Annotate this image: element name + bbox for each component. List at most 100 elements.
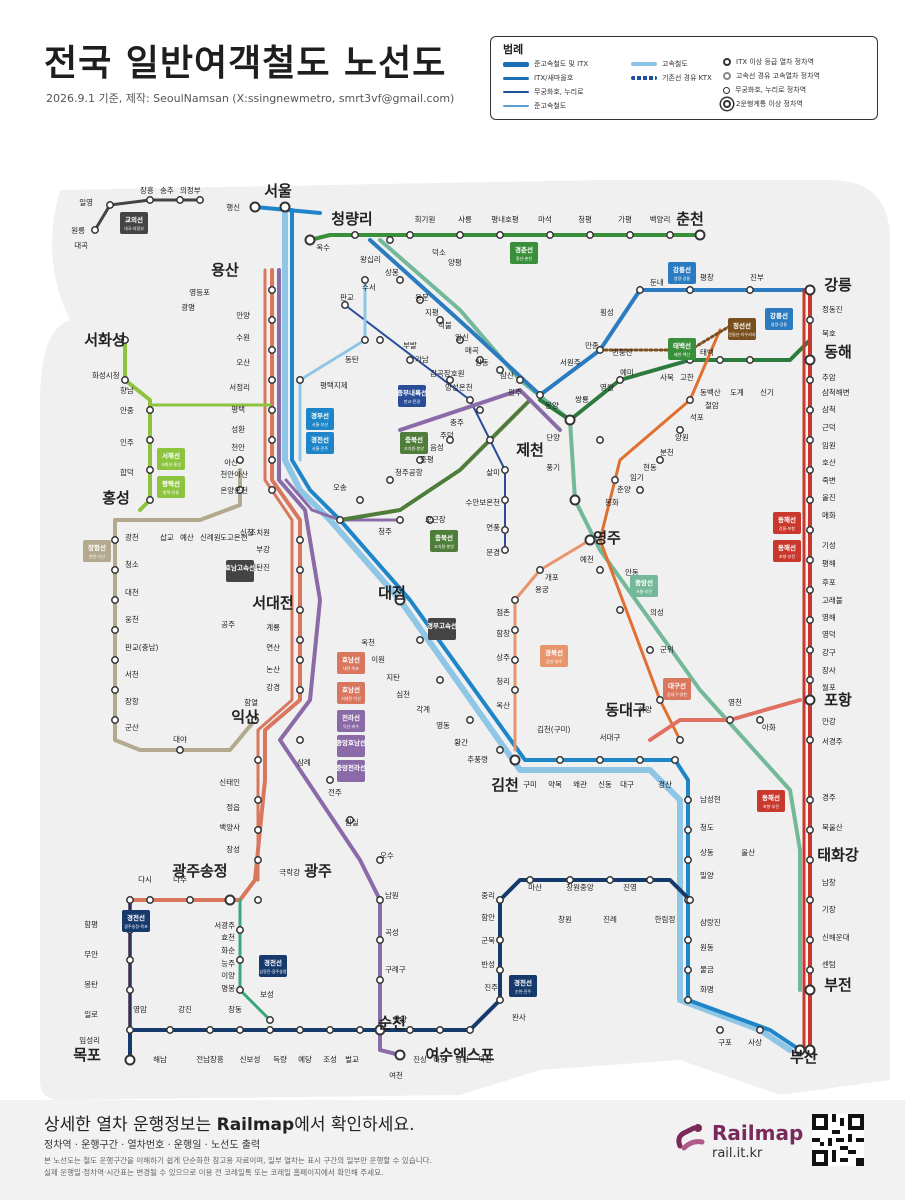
station-marker[interactable] [146,196,154,204]
station-marker[interactable] [296,686,304,694]
station-marker[interactable] [806,556,814,564]
station-marker[interactable] [341,301,349,309]
station-marker[interactable] [236,486,244,494]
station-marker[interactable] [686,286,694,294]
brand-name[interactable]: Railmap [712,1121,804,1145]
station-marker[interactable] [686,396,694,404]
station-marker[interactable] [236,986,244,994]
station-marker[interactable] [616,606,624,614]
station-marker[interactable] [446,436,454,444]
station-marker[interactable] [636,286,644,294]
station-marker[interactable] [496,996,504,1004]
station-marker[interactable] [254,756,262,764]
station-marker[interactable] [336,516,344,524]
station-marker[interactable] [111,596,119,604]
station-marker[interactable] [486,436,494,444]
station-marker[interactable] [584,534,596,546]
station-marker[interactable] [326,1026,334,1034]
station-marker[interactable] [646,646,654,654]
station-marker[interactable] [556,756,564,764]
station-marker[interactable] [671,756,679,764]
station-marker[interactable] [111,656,119,664]
station-marker[interactable] [166,1026,174,1034]
station-marker[interactable] [684,996,692,1004]
station-marker[interactable] [406,1026,414,1034]
station-marker[interactable] [804,354,816,366]
station-marker[interactable] [176,746,184,754]
station-marker[interactable] [121,376,129,384]
station-marker[interactable] [566,876,574,884]
station-marker[interactable] [616,376,624,384]
station-marker[interactable] [511,596,519,604]
station-marker[interactable] [268,346,276,354]
station-marker[interactable] [684,856,692,864]
station-marker[interactable] [466,1026,474,1034]
station-marker[interactable] [586,231,594,239]
station-marker[interactable] [386,236,394,244]
station-marker[interactable] [406,231,414,239]
station-marker[interactable] [304,234,316,246]
station-marker[interactable] [656,696,664,704]
station-marker[interactable] [806,436,814,444]
station-marker[interactable] [496,231,504,239]
station-marker[interactable] [806,896,814,904]
station-marker[interactable] [476,406,484,414]
station-marker[interactable] [251,716,259,724]
station-marker[interactable] [111,566,119,574]
station-marker[interactable] [496,936,504,944]
station-marker[interactable] [416,296,424,304]
station-marker[interactable] [254,856,262,864]
station-marker[interactable] [268,486,276,494]
station-marker[interactable] [456,231,464,239]
station-marker[interactable] [596,436,604,444]
station-marker[interactable] [806,826,814,834]
station-marker[interactable] [509,754,521,766]
station-marker[interactable] [716,1026,724,1034]
brand-url[interactable]: rail.it.kr [712,1146,763,1161]
station-marker[interactable] [416,636,424,644]
station-marker[interactable] [196,196,204,204]
station-marker[interactable] [806,496,814,504]
station-marker[interactable] [806,376,814,384]
station-marker[interactable] [496,366,504,374]
station-marker[interactable] [374,1024,386,1036]
station-marker[interactable] [684,796,692,804]
station-marker[interactable] [511,656,519,664]
station-marker[interactable] [666,231,674,239]
station-marker[interactable] [126,986,134,994]
station-marker[interactable] [236,1026,244,1034]
station-marker[interactable] [176,196,184,204]
station-marker[interactable] [806,586,814,594]
station-marker[interactable] [146,436,154,444]
station-marker[interactable] [476,356,484,364]
station-marker[interactable] [646,876,654,884]
station-marker[interactable] [356,496,364,504]
station-marker[interactable] [376,976,384,984]
station-marker[interactable] [361,276,369,284]
station-marker[interactable] [684,966,692,974]
station-marker[interactable] [351,231,359,239]
station-marker[interactable] [806,616,814,624]
station-marker[interactable] [626,231,634,239]
station-marker[interactable] [146,406,154,414]
station-marker[interactable] [426,516,434,524]
station-marker[interactable] [511,626,519,634]
station-marker[interactable] [806,736,814,744]
station-marker[interactable] [111,716,119,724]
qr-code-icon[interactable] [812,1114,864,1166]
station-marker[interactable] [146,896,154,904]
station-marker[interactable] [501,466,509,474]
station-marker[interactable] [394,1049,406,1061]
station-marker[interactable] [296,606,304,614]
station-marker[interactable] [254,826,262,834]
station-marker[interactable] [361,336,369,344]
station-marker[interactable] [376,336,384,344]
station-marker[interactable] [296,566,304,574]
station-marker[interactable] [804,284,816,296]
station-marker[interactable] [596,566,604,574]
station-marker[interactable] [806,676,814,684]
station-marker[interactable] [126,896,134,904]
station-marker[interactable] [526,876,534,884]
station-marker[interactable] [111,626,119,634]
station-marker[interactable] [268,316,276,324]
